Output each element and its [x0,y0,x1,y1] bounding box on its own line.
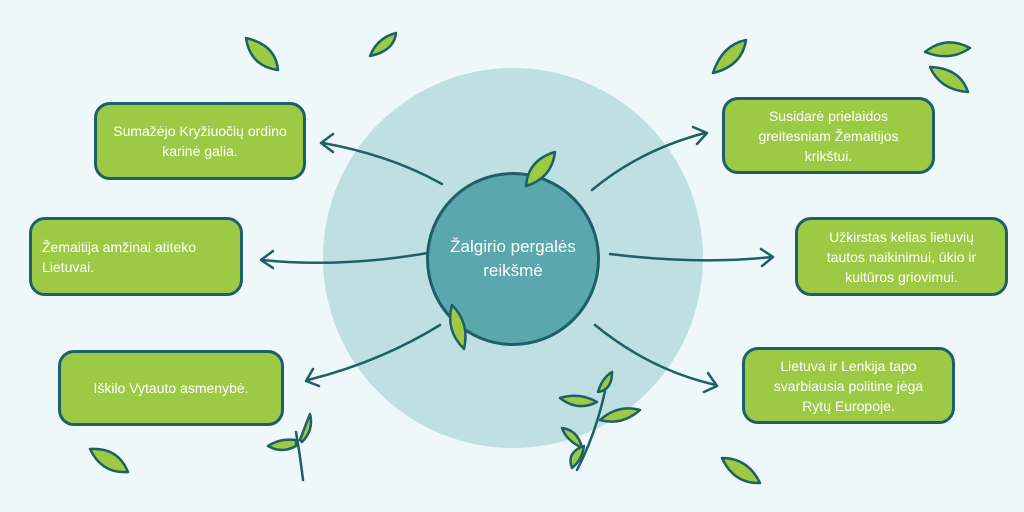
center-title: Žalgirio pergalės reikšmė [450,237,576,280]
leaf-icon [711,38,748,75]
leaf-icon [923,41,972,58]
leaf-icon [448,303,467,351]
center-circle: Žalgirio pergalės reikšmė [426,172,600,346]
leaf-icon [88,447,130,474]
arrow-to-effect-1 [319,132,444,186]
leaf-icon [244,36,280,72]
effect-box-4: Susidarė prielaidos greitesniam Žemaitij… [722,97,935,174]
sprout-icon [558,370,642,472]
effect-box-2: Žemaitija amžinai atiteko Lietuvai. [29,217,243,296]
effect-box-6: Lietuva ir Lenkija tapo svarbiausia poli… [742,347,955,424]
leaf-icon [368,31,398,58]
sprout-icon [266,412,313,482]
arrow-to-effect-5 [608,247,775,268]
leaf-icon [524,150,557,188]
arrow-to-effect-4 [590,125,709,192]
effect-box-5: Užkirstas kelias lietuvių tautos naikini… [795,217,1008,296]
arrow-to-effect-6 [593,323,719,394]
effect-box-3: Iškilo Vytauto asmenybė. [58,350,284,426]
arrow-to-effect-3 [304,323,442,388]
arrow-to-effect-2 [259,249,430,270]
effect-box-1: Sumažėjo Kryžiuočių ordino karinė galia. [94,102,306,180]
leaf-icon [720,456,762,485]
leaf-icon [928,65,970,94]
